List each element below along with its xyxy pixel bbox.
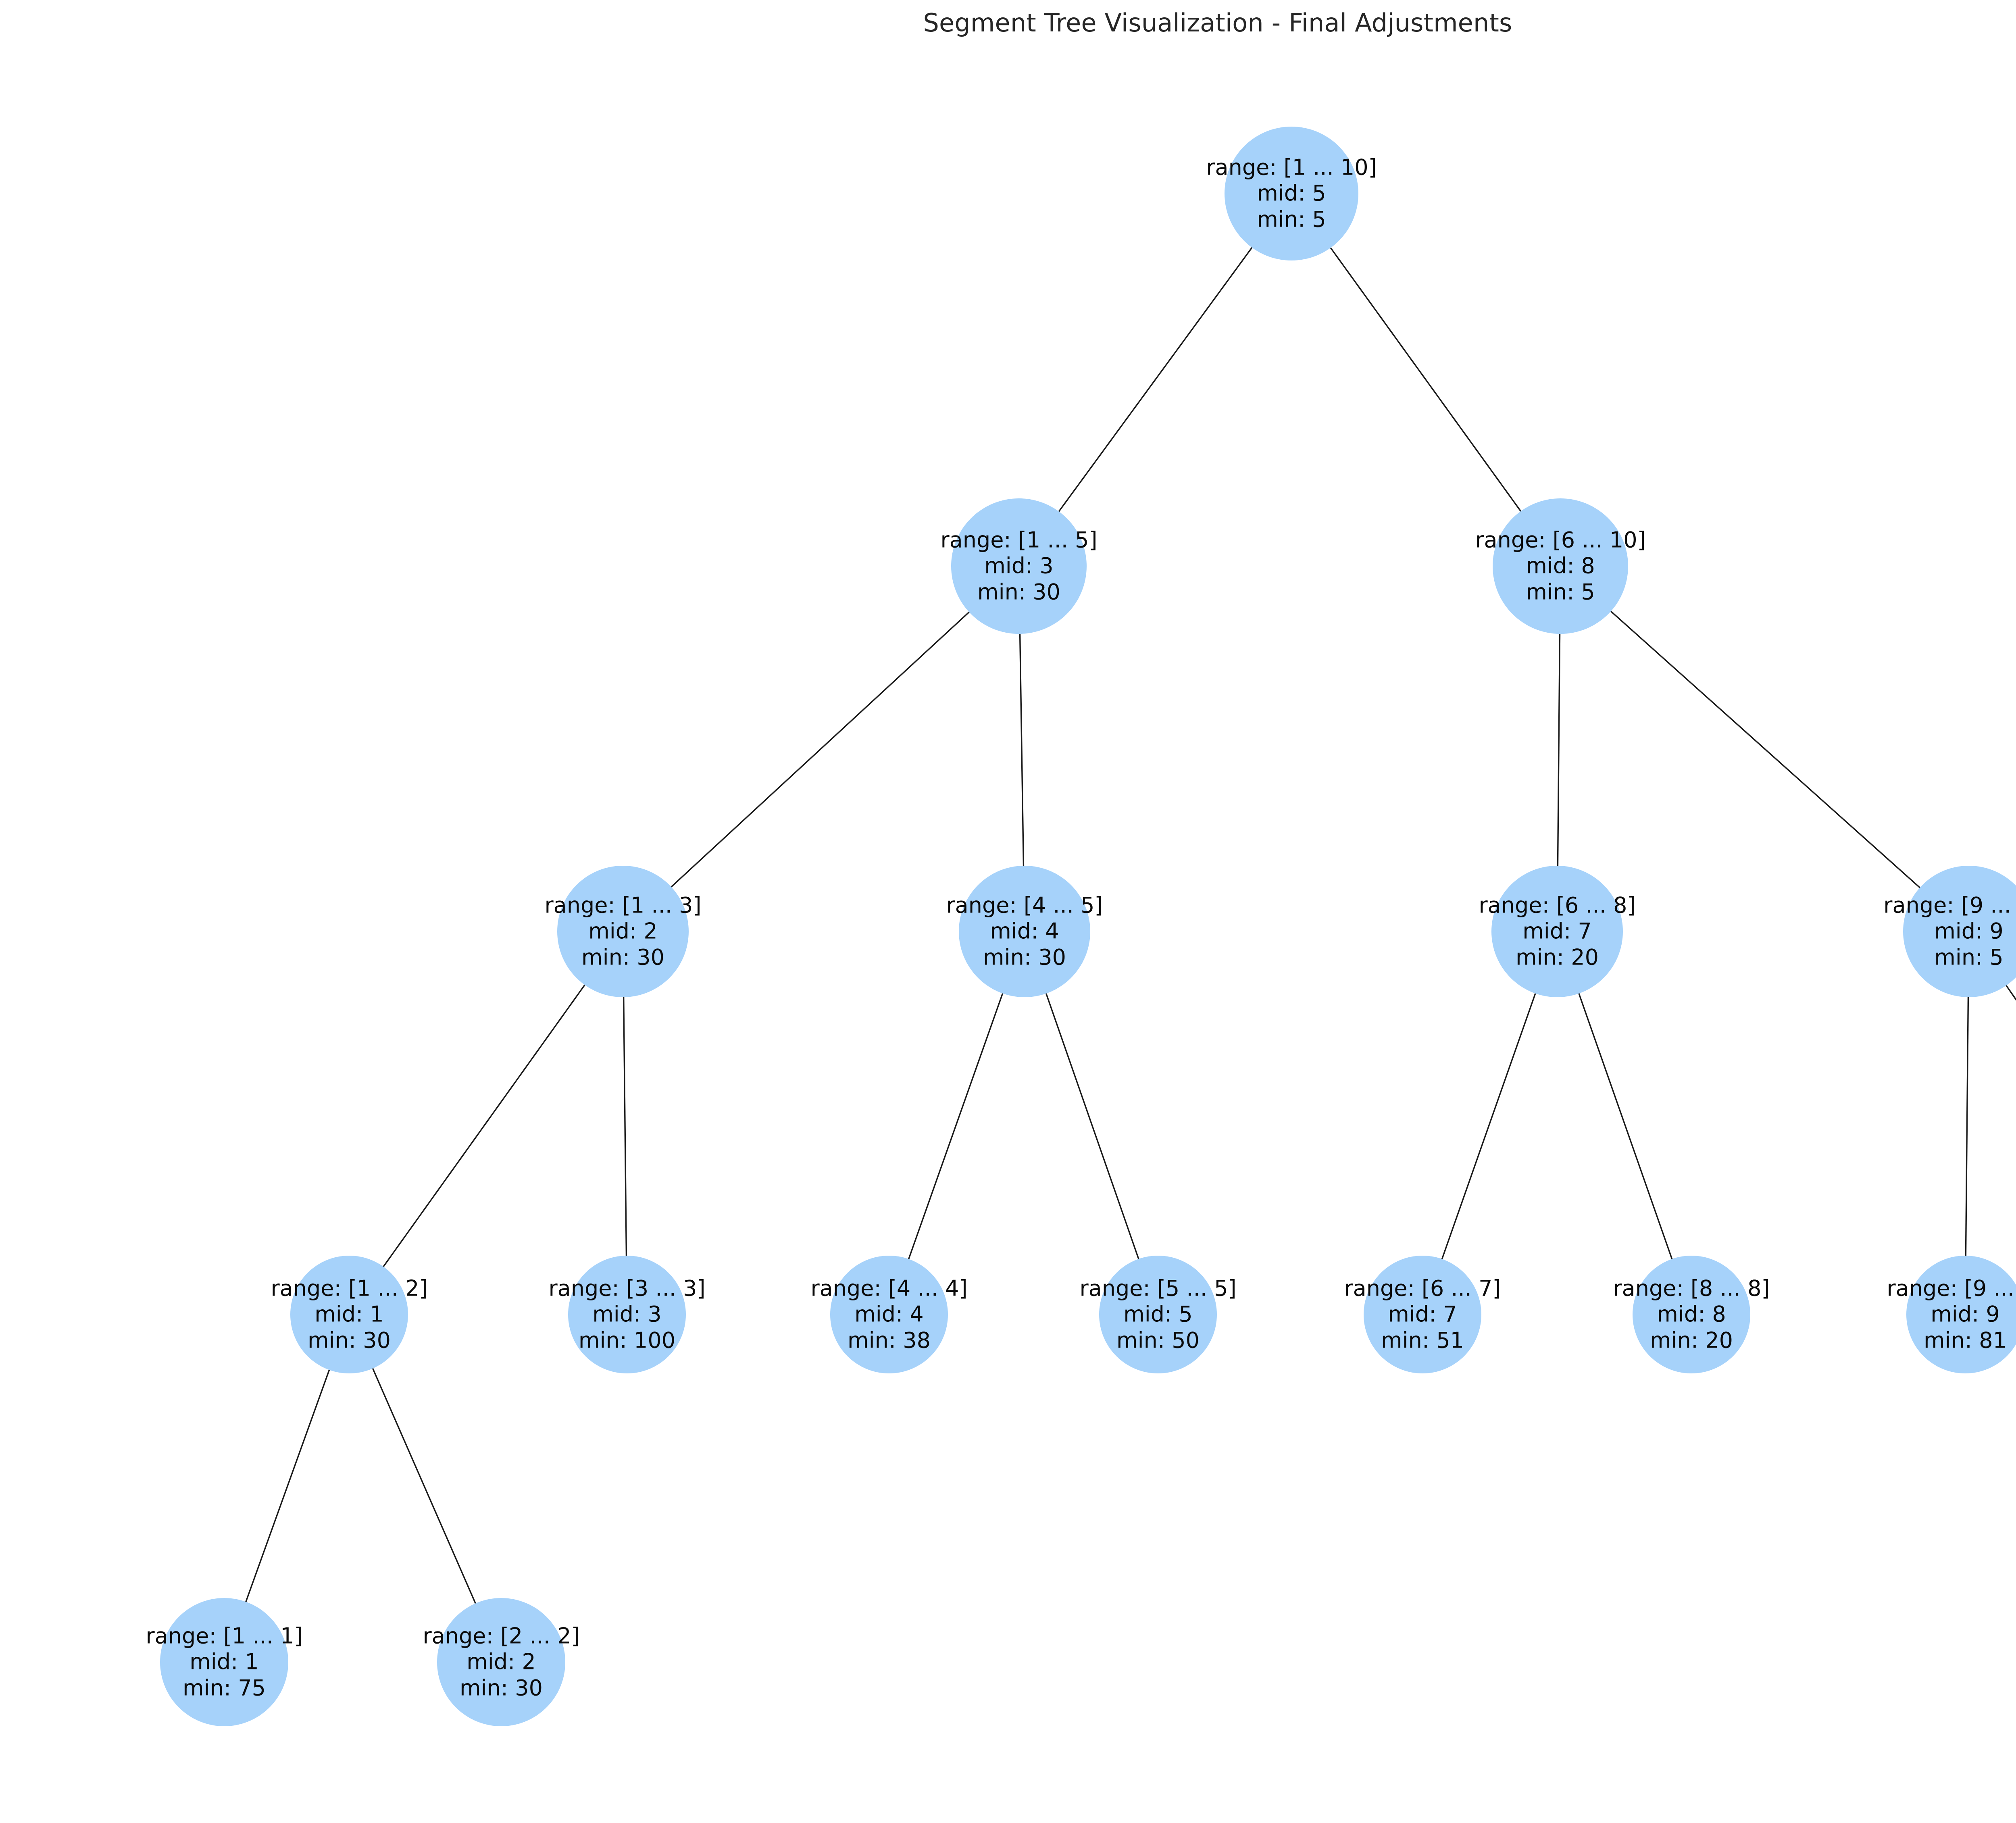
tree-edges-layer bbox=[245, 246, 2016, 1604]
page-title: Segment Tree Visualization - Final Adjus… bbox=[923, 8, 1512, 38]
tree-edge bbox=[1019, 633, 1025, 867]
tree-node-n12[interactable] bbox=[1633, 1256, 1750, 1373]
tree-node-n15[interactable] bbox=[160, 1598, 288, 1726]
tree-edge bbox=[1058, 246, 1253, 513]
tree-node-n8[interactable] bbox=[568, 1256, 686, 1373]
tree-edge bbox=[623, 996, 627, 1257]
tree-node-n10[interactable] bbox=[1099, 1256, 1217, 1373]
tree-node-n1[interactable] bbox=[951, 498, 1087, 634]
tree-edge bbox=[1578, 992, 1673, 1260]
tree-edge bbox=[1329, 246, 1522, 513]
tree-edge bbox=[1441, 992, 1537, 1260]
tree-node-n2[interactable] bbox=[1493, 498, 1628, 634]
tree-edge bbox=[1610, 610, 1921, 889]
tree-edge bbox=[670, 611, 971, 888]
tree-edge bbox=[908, 992, 1004, 1260]
tree-node-n9[interactable] bbox=[830, 1256, 948, 1373]
tree-node-n6[interactable] bbox=[1903, 866, 2016, 997]
tree-node-n13[interactable] bbox=[1906, 1256, 2016, 1373]
tree-node-n7[interactable] bbox=[290, 1256, 408, 1373]
tree-node-n16[interactable] bbox=[437, 1598, 565, 1726]
tree-node-n5[interactable] bbox=[1491, 866, 1623, 997]
tree-edge bbox=[2005, 984, 2016, 1001]
tree-node-n3[interactable] bbox=[557, 866, 689, 997]
tree-edge bbox=[382, 983, 586, 1268]
tree-node-n4[interactable] bbox=[959, 866, 1090, 997]
tree-edge bbox=[372, 1367, 477, 1604]
tree-edge bbox=[1557, 633, 1561, 867]
tree-node-n11[interactable] bbox=[1364, 1256, 1481, 1373]
tree-node-n0[interactable] bbox=[1225, 127, 1358, 260]
tree-edge bbox=[1965, 996, 1969, 1257]
tree-edge bbox=[1045, 992, 1140, 1260]
tree-nodes-layer bbox=[160, 127, 2016, 1726]
tree-edge bbox=[245, 1369, 330, 1603]
